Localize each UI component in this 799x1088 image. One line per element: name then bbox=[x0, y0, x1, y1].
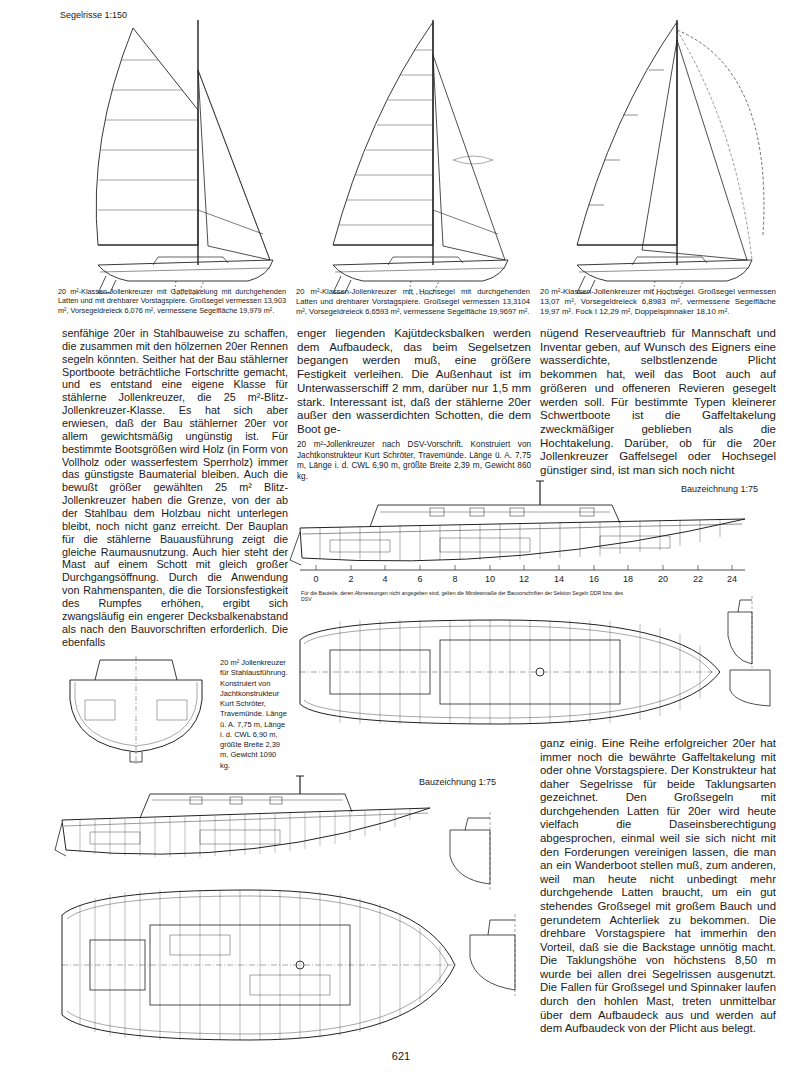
sail-plan-spinnaker bbox=[577, 20, 764, 294]
station-number: 14 bbox=[549, 574, 569, 584]
station-number: 12 bbox=[514, 574, 534, 584]
body-text: nügend Reserveauftrieb für Mannschaft un… bbox=[540, 327, 776, 478]
figure-caption: 20 m² Jollenkreuzer für Stahlausführung.… bbox=[220, 658, 288, 771]
sail-plan-high bbox=[333, 20, 508, 294]
steel-section-drawing bbox=[70, 656, 202, 766]
figure-caption: 20 m²-Klassen-Jollenkreuzer mit Hochsege… bbox=[296, 287, 530, 316]
figure-caption: 20 m²-Klassen-Jollenkreuzer mit Hochsege… bbox=[540, 287, 776, 318]
station-number: 10 bbox=[480, 574, 500, 584]
station-number: 24 bbox=[722, 574, 742, 584]
body-text: senfähige 20er in Stahlbauweise zu schaf… bbox=[62, 327, 288, 648]
station-number: 6 bbox=[410, 574, 430, 584]
figure-heading: Segelrisse 1:150 bbox=[60, 10, 180, 21]
wooden-profile-drawing bbox=[290, 481, 745, 570]
station-number: 16 bbox=[584, 574, 604, 584]
station-number: 0 bbox=[306, 574, 326, 584]
station-number: 18 bbox=[618, 574, 638, 584]
body-text: enger liegenden Kajütdecksbalken werden … bbox=[297, 327, 531, 437]
drawing-note: Für die Bauteile, deren Abmessungen nich… bbox=[300, 590, 632, 603]
figure-caption: 20 m²-Klassen-Jollenkreuzer mit Gaffelta… bbox=[58, 287, 286, 315]
steel-plan-drawing bbox=[62, 890, 455, 1040]
steel-sections-drawing bbox=[450, 812, 515, 996]
wooden-plan-drawing bbox=[300, 620, 720, 724]
body-text: ganz einig. Eine Reihe erfolgreicher 20e… bbox=[540, 737, 776, 1036]
station-number: 20 bbox=[653, 574, 673, 584]
wooden-sections-drawing bbox=[728, 596, 770, 706]
page-number: 621 bbox=[389, 1050, 413, 1063]
station-number: 4 bbox=[375, 574, 395, 584]
figure-caption: 20 m²-Jollenkreuzer nach DSV-Vorschrift.… bbox=[297, 440, 531, 482]
station-number: 22 bbox=[688, 574, 708, 584]
drawing-scale: Bauzeichnung 1:75 bbox=[418, 777, 515, 788]
station-number: 2 bbox=[341, 574, 361, 584]
station-number: 8 bbox=[445, 574, 465, 584]
sail-plan-gaff bbox=[96, 20, 273, 294]
steel-profile-drawing bbox=[55, 776, 430, 857]
drawing-scale: Bauzeichnung 1:75 bbox=[680, 484, 777, 495]
